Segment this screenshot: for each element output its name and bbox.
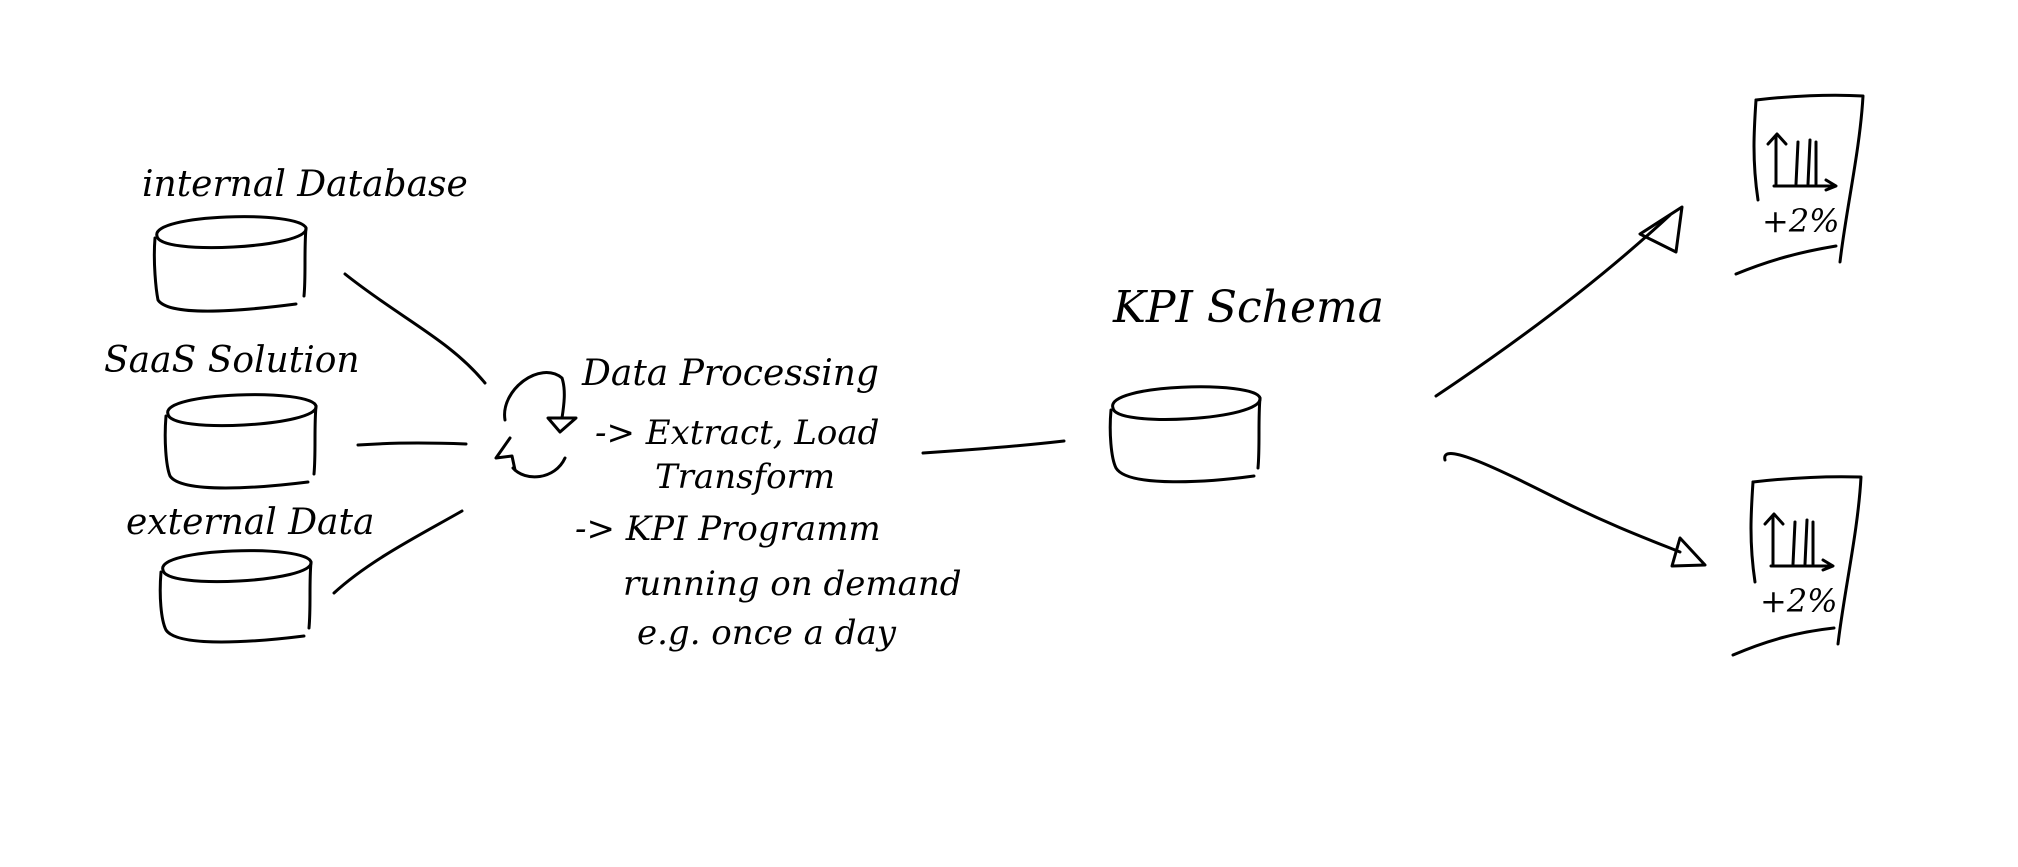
bar-chart-report-icon <box>1734 93 1865 276</box>
source-internal-database: internal Database <box>142 164 468 313</box>
arrow-to-report-1 <box>1434 205 1684 398</box>
kpi-schema: KPI Schema <box>1108 282 1384 484</box>
processing-line: running on demand <box>623 564 962 604</box>
source-external-data: external Data <box>126 502 374 644</box>
database-icon <box>1108 385 1262 484</box>
data-processing-block: Data Processing -> Extract, Load Transfo… <box>575 353 962 653</box>
connector-line <box>356 441 468 447</box>
source-label: SaaS Solution <box>104 340 360 381</box>
report-value: +2% <box>1762 202 1840 240</box>
processing-line: e.g. once a day <box>637 613 897 653</box>
connector-line <box>921 439 1066 455</box>
report-value: +2% <box>1760 582 1838 620</box>
source-saas-solution: SaaS Solution <box>104 340 360 490</box>
kpi-report-1: +2% <box>1734 93 1865 276</box>
source-label: external Data <box>126 502 374 543</box>
cycle-icon <box>494 371 578 479</box>
database-icon <box>152 215 308 313</box>
processing-line: -> KPI Programm <box>575 509 881 549</box>
source-label: internal Database <box>142 164 468 205</box>
database-icon <box>163 393 318 490</box>
kpi-report-2: +2% <box>1731 475 1863 657</box>
processing-line: Transform <box>655 457 835 497</box>
database-icon <box>158 549 313 644</box>
target-label: KPI Schema <box>1112 282 1384 333</box>
processing-line: -> Extract, Load <box>595 413 879 453</box>
processing-title: Data Processing <box>581 353 879 394</box>
connector-line <box>332 509 464 595</box>
connector-line <box>343 272 487 385</box>
bar-chart-report-icon <box>1731 475 1863 657</box>
arrow-to-report-2 <box>1443 452 1707 568</box>
